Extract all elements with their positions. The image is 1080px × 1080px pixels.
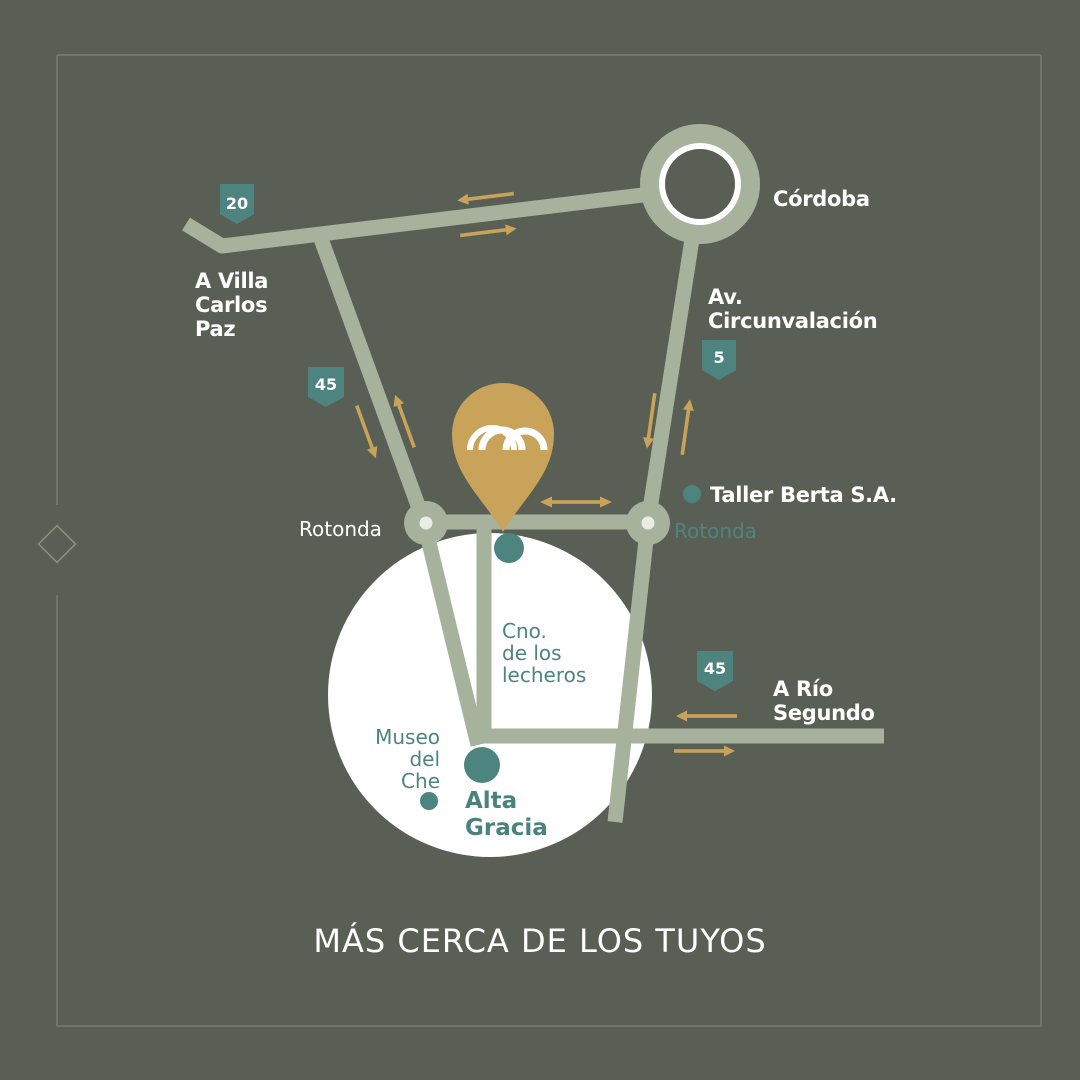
arrow-left-20 [457, 191, 515, 205]
label-villa-carlos-paz: A Villa Carlos Paz [195, 269, 268, 341]
arrow-left-45-east [676, 710, 737, 722]
route-shield-5: 5 [702, 340, 736, 380]
label-cordoba: Córdoba [773, 187, 870, 211]
alta-gracia-marker [464, 747, 500, 783]
label-alta-gracia-line-2: Gracia [465, 815, 548, 841]
label-villa-line-2: Carlos [195, 293, 268, 317]
label-lecheros-line-1: Cno. [502, 619, 547, 643]
label-circunvalacion: Av. Circunvalación [708, 285, 878, 333]
brand-logo-icon [467, 425, 548, 451]
label-lecheros-line-3: lecheros [502, 663, 587, 687]
road-network [182, 180, 884, 823]
label-alta-gracia-line-1: Alta [465, 788, 518, 814]
label-museo-line-3: Che [401, 769, 440, 793]
route-shield-45-east: 45 [697, 651, 733, 691]
label-villa-line-3: Paz [195, 317, 236, 341]
rotonda-west-marker [404, 501, 448, 545]
label-rio-segundo: A Río Segundo [773, 677, 875, 725]
pin-point-marker [494, 533, 524, 563]
diamond-ornament-icon [37, 524, 77, 564]
direction-arrows [355, 191, 737, 757]
arrow-down-45-west [355, 405, 378, 459]
arrow-down-circunvalacion [643, 393, 657, 449]
label-alta-gracia: Alta Gracia [465, 788, 548, 842]
decorative-frame [56, 54, 1042, 1027]
tagline: MÁS CERCA DE LOS TUYOS [313, 922, 767, 960]
label-camino-lecheros: Cno. de los lecheros [502, 620, 586, 686]
road-ruta-45-west [312, 233, 432, 525]
rotonda-east-marker [626, 501, 670, 545]
road-circunvalacion [640, 186, 708, 524]
route-shield-45-west: 45 [308, 367, 344, 407]
taller-berta-marker [683, 485, 701, 503]
label-rio-segundo-line-1: A Río [773, 677, 833, 701]
label-taller-berta: Taller Berta S.A. [710, 483, 897, 507]
label-circunvalacion-line-2: Circunvalación [708, 309, 878, 333]
route-shield-20: 20 [220, 184, 254, 224]
arrow-right-45-east [674, 745, 735, 757]
route-5-label: 5 [713, 348, 724, 367]
road-ruta-20 [182, 180, 701, 254]
route-45-west-label: 45 [315, 375, 337, 394]
label-museo-che: Museo del Che [358, 726, 440, 792]
arrow-right-20 [459, 224, 517, 238]
label-rotonda-east: Rotonda [674, 519, 757, 543]
label-museo-line-1: Museo [375, 725, 440, 749]
route-20-label: 20 [226, 194, 248, 213]
route-45-east-label: 45 [704, 659, 726, 678]
roundabout-icon [640, 124, 760, 244]
label-villa-line-1: A Villa [195, 269, 269, 293]
label-circunvalacion-line-1: Av. [708, 285, 743, 309]
road-west-south [416, 520, 486, 747]
location-pin-icon[interactable] [452, 383, 554, 532]
road-east-south [607, 521, 656, 823]
arrow-up-45-west [393, 394, 416, 448]
arrow-up-circunvalacion [680, 399, 694, 455]
label-rio-segundo-line-2: Segundo [773, 701, 875, 725]
label-lecheros-line-2: de los [502, 641, 562, 665]
arrow-double-rotonda-link [540, 496, 612, 508]
label-museo-line-2: del [409, 747, 440, 771]
museo-che-marker [420, 792, 438, 810]
label-rotonda-west: Rotonda [299, 517, 382, 541]
